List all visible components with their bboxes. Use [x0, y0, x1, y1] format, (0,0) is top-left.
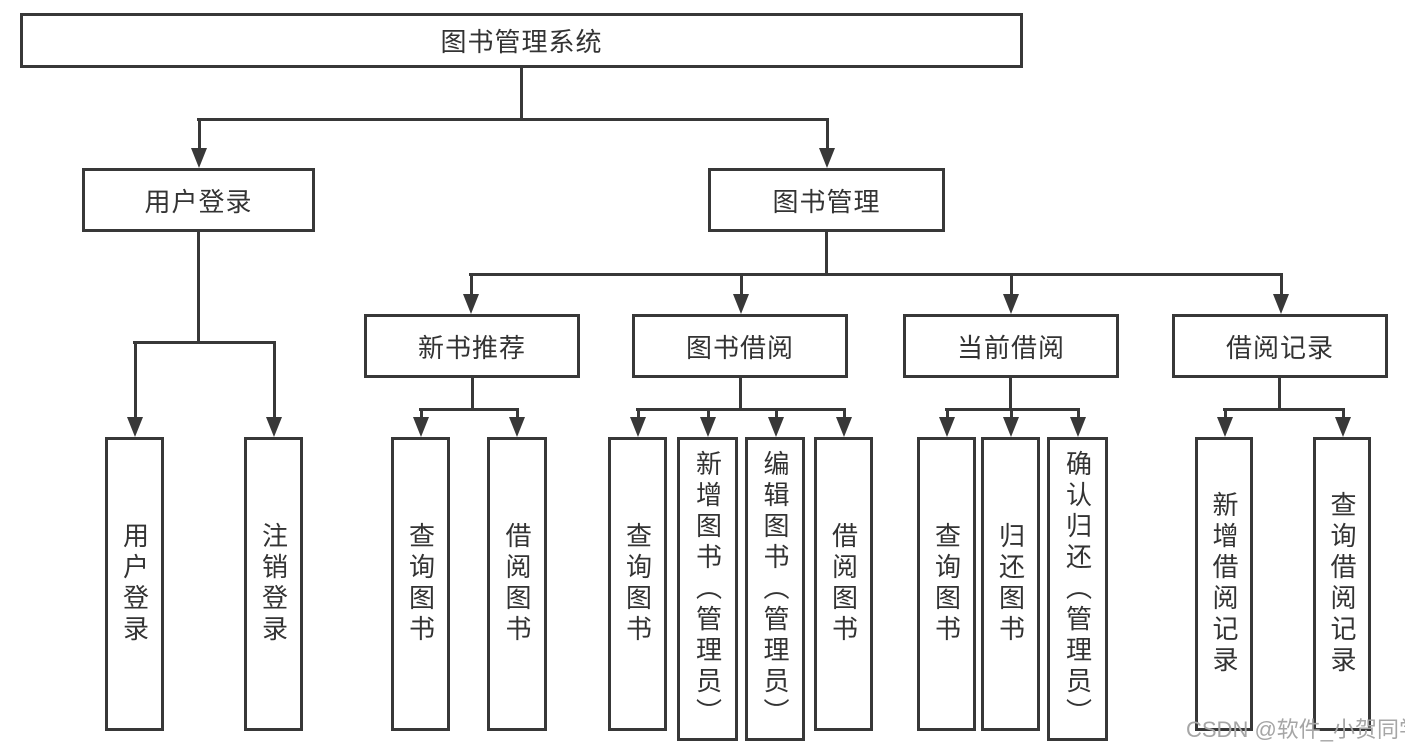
connector-new-book-rec-stem [471, 378, 474, 411]
arrow-to-cb-confirm [1070, 408, 1086, 437]
node-cb-query-label: 查询图书 [931, 522, 962, 646]
arrow-to-bb-edit [768, 408, 784, 437]
node-br-query-label: 查询借阅记录 [1327, 491, 1357, 677]
node-nb-query: 查询图书 [391, 437, 450, 731]
arrow-to-book-mgmt [819, 118, 835, 168]
connector-user-login-bus [133, 341, 275, 344]
node-br-query: 查询借阅记录 [1313, 437, 1371, 731]
connector-current-borrow-stem [1009, 378, 1012, 411]
node-bb-query: 查询图书 [608, 437, 667, 731]
node-new-book-rec: 新书推荐 [364, 314, 580, 378]
node-bb-add-label: 新增图书（管理员） [692, 449, 723, 729]
node-br-add-label: 新增借阅记录 [1209, 491, 1239, 677]
node-nb-borrow: 借阅图书 [487, 437, 547, 731]
connector-book-mgmt-bus [469, 273, 1282, 276]
node-user-login-label: 用户登录 [144, 186, 253, 217]
arrow-to-bb-add [700, 408, 716, 437]
node-bb-borrow: 借阅图书 [814, 437, 873, 731]
node-borrow-record-label: 借阅记录 [1225, 332, 1334, 363]
arrow-to-current-borrow [1003, 273, 1019, 314]
node-cb-confirm-label: 确认归还（管理员） [1062, 449, 1093, 729]
arrow-to-ul-logout [266, 341, 282, 437]
node-ul-login-label: 用户登录 [119, 522, 150, 646]
node-book-mgmt: 图书管理 [708, 168, 945, 232]
arrow-to-book-borrow [733, 273, 749, 314]
node-ul-logout: 注销登录 [244, 437, 303, 731]
node-new-book-rec-label: 新书推荐 [417, 332, 526, 363]
arrow-to-borrow-record [1273, 273, 1289, 314]
arrow-to-new-book-rec [463, 273, 479, 314]
node-library-system: 图书管理系统 [20, 13, 1023, 68]
node-current-borrow: 当前借阅 [903, 314, 1119, 378]
connector-root-bus [197, 118, 828, 121]
arrow-to-ul-login [127, 341, 143, 437]
node-cb-return-label: 归还图书 [995, 522, 1026, 646]
node-cb-return: 归还图书 [981, 437, 1040, 731]
connector-user-login-stem [197, 232, 200, 343]
node-nb-borrow-label: 借阅图书 [502, 522, 532, 646]
arrow-to-br-query [1335, 408, 1351, 437]
connector-root-stem [520, 68, 523, 119]
connector-book-borrow-bus [636, 408, 845, 411]
node-bb-edit: 编辑图书（管理员） [745, 437, 805, 741]
node-cb-confirm: 确认归还（管理员） [1047, 437, 1108, 741]
node-book-borrow: 图书借阅 [632, 314, 848, 378]
node-bb-edit-label: 编辑图书（管理员） [760, 449, 790, 729]
node-borrow-record: 借阅记录 [1172, 314, 1388, 378]
connector-book-borrow-stem [739, 378, 742, 411]
node-book-borrow-label: 图书借阅 [685, 332, 794, 363]
arrow-to-nb-query [413, 408, 429, 437]
connector-new-book-rec-bus [419, 408, 518, 411]
node-ul-logout-label: 注销登录 [258, 522, 289, 646]
node-bb-query-label: 查询图书 [622, 522, 653, 646]
arrow-to-br-add [1217, 408, 1233, 437]
node-nb-query-label: 查询图书 [405, 522, 436, 646]
node-user-login: 用户登录 [82, 168, 315, 232]
arrow-to-cb-query [939, 408, 955, 437]
csdn-watermark: CSDN @软件_小贺同学 [1186, 717, 1405, 742]
node-br-add: 新增借阅记录 [1195, 437, 1253, 731]
connector-book-mgmt-stem [825, 232, 828, 276]
node-cb-query: 查询图书 [917, 437, 976, 731]
node-ul-login: 用户登录 [105, 437, 164, 731]
node-book-mgmt-label: 图书管理 [772, 186, 881, 217]
node-bb-borrow-label: 借阅图书 [828, 522, 859, 646]
node-bb-add: 新增图书（管理员） [677, 437, 738, 741]
arrow-to-nb-borrow [509, 408, 525, 437]
arrow-to-cb-return [1003, 408, 1019, 437]
connector-borrow-record-stem [1278, 378, 1281, 411]
node-current-borrow-label: 当前借阅 [956, 332, 1065, 363]
connector-borrow-record-bus [1223, 408, 1344, 411]
arrow-to-bb-query [630, 408, 646, 437]
arrow-to-bb-borrow [836, 408, 852, 437]
node-library-system-label: 图书管理系统 [440, 27, 603, 57]
arrow-to-user-login [191, 118, 207, 168]
